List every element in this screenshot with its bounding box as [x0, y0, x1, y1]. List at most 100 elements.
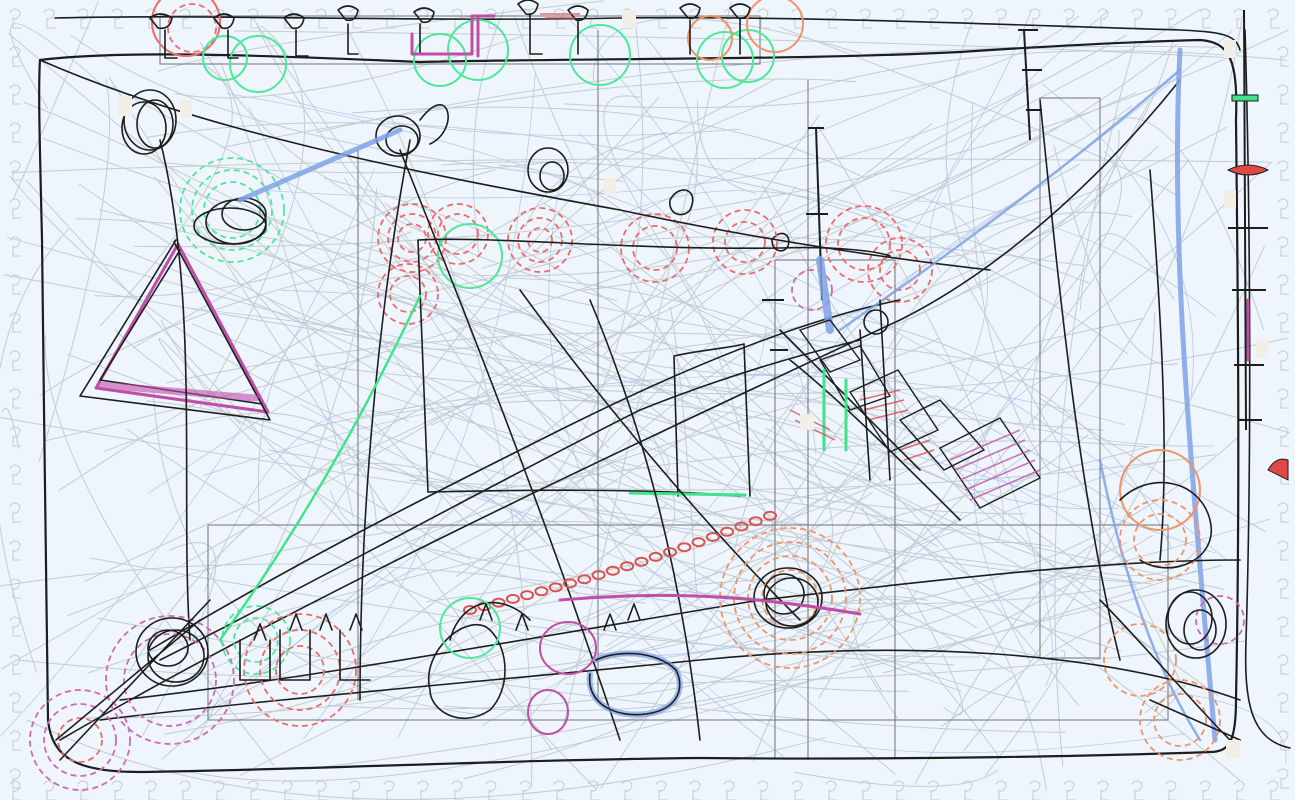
- faint-glyph: [1029, 8, 1042, 29]
- faint-stroke: [320, 318, 1143, 583]
- faint-stroke: [463, 325, 1105, 779]
- faint-stroke: [693, 353, 834, 570]
- faint-stroke: [23, 101, 723, 476]
- faint-stroke: [200, 42, 617, 302]
- faint-stroke: [1041, 83, 1194, 401]
- red-dot: [763, 510, 777, 521]
- faint-glyph: [9, 8, 22, 29]
- faint-stroke: [697, 100, 756, 194]
- faint-glyph: [247, 780, 260, 800]
- faint-stroke: [384, 203, 912, 618]
- faint-stroke: [256, 248, 940, 375]
- faint-stroke: [192, 323, 1026, 515]
- faint-glyph: [1277, 160, 1290, 181]
- faint-glyph: [1277, 122, 1290, 143]
- faint-stroke: [78, 434, 1089, 719]
- faint-stroke: [669, 306, 698, 602]
- faint-stroke: [793, 769, 999, 787]
- faint-glyph: [9, 388, 22, 409]
- faint-stroke: [794, 395, 952, 555]
- faint-glyph: [417, 780, 430, 800]
- faint-stroke: [563, 15, 1079, 109]
- faint-stroke: [1039, 397, 1266, 532]
- faint-stroke: [154, 176, 469, 525]
- faint-glyph: [213, 780, 226, 800]
- faint-glyph: [77, 780, 90, 800]
- faint-stroke: [484, 193, 1059, 567]
- faint-stroke: [262, 188, 378, 579]
- faint-glyph: [689, 780, 702, 800]
- faint-glyph: [9, 654, 22, 675]
- faint-stroke: [38, 79, 111, 463]
- faint-glyph: [1063, 780, 1076, 800]
- faint-stroke: [199, 25, 305, 409]
- red-dot: [505, 593, 520, 604]
- faint-glyph: [281, 780, 294, 800]
- faint-stroke: [481, 236, 1085, 269]
- faint-glyph: [927, 780, 940, 800]
- faint-stroke: [1145, 684, 1186, 727]
- faint-glyph: [1267, 780, 1280, 800]
- bottom-right-cluster: [1099, 449, 1245, 761]
- faint-stroke: [7, 236, 897, 490]
- red-dot: [663, 547, 677, 558]
- faint-glyph: [859, 8, 872, 29]
- faint-glyph: [9, 540, 22, 561]
- faint-stroke: [984, 649, 1066, 777]
- faint-stroke: [166, 332, 1291, 434]
- faint-stroke: [142, 542, 217, 736]
- faint-stroke: [603, 95, 706, 311]
- faint-glyph: [1277, 274, 1290, 295]
- faint-stroke: [817, 125, 1004, 542]
- faint-stroke: [335, 161, 1273, 706]
- faint-glyph: [9, 46, 22, 67]
- faint-glyph: [859, 780, 872, 800]
- faint-stroke: [996, 449, 1053, 687]
- faint-glyph: [995, 780, 1008, 800]
- faint-glyph: [9, 464, 22, 485]
- faint-stroke: [161, 123, 933, 760]
- red-dot: [734, 521, 749, 532]
- faint-glyph: [995, 8, 1008, 29]
- faint-glyph: [383, 780, 396, 800]
- faint-stroke: [204, 410, 410, 592]
- red-dot-chain: [463, 510, 777, 615]
- faint-stroke: [128, 365, 524, 673]
- faint-glyph: [1063, 8, 1076, 29]
- faint-glyph: [111, 8, 124, 29]
- faint-stroke: [709, 688, 1186, 754]
- faint-glyph: [9, 122, 22, 143]
- faint-glyph: [1165, 780, 1178, 800]
- faint-stroke: [256, 193, 579, 347]
- faint-stroke: [94, 231, 412, 298]
- faint-glyph: [9, 236, 22, 257]
- faint-glyph: [1165, 8, 1178, 29]
- faint-stroke: [637, 598, 977, 695]
- center-structure: [39, 47, 1241, 743]
- faint-stroke: [84, 136, 1040, 582]
- faint-glyph: [9, 84, 22, 105]
- faint-stroke: [108, 76, 552, 750]
- faint-stroke: [807, 463, 1154, 590]
- faint-glyph: [621, 780, 634, 800]
- triangle-shape: [79, 239, 271, 421]
- faint-glyph: [179, 8, 192, 29]
- faint-stroke: [758, 300, 1172, 550]
- bottom-left-cluster: [29, 597, 683, 791]
- faint-glyph: [689, 8, 702, 29]
- faint-stroke: [67, 521, 908, 616]
- faint-glyph: [9, 692, 22, 713]
- faint-stroke: [415, 545, 1222, 605]
- faint-stroke: [456, 10, 644, 577]
- faint-glyph: [757, 780, 770, 800]
- faint-stroke: [1029, 312, 1156, 635]
- faint-glyph: [1277, 350, 1290, 371]
- faint-stroke: [2, 407, 20, 449]
- faint-stroke: [524, 131, 668, 228]
- faint-stroke: [104, 412, 378, 530]
- faint-glyph: [247, 8, 260, 29]
- faint-stroke: [543, 202, 1080, 707]
- faint-glyph: [9, 198, 22, 219]
- red-dot: [520, 590, 535, 601]
